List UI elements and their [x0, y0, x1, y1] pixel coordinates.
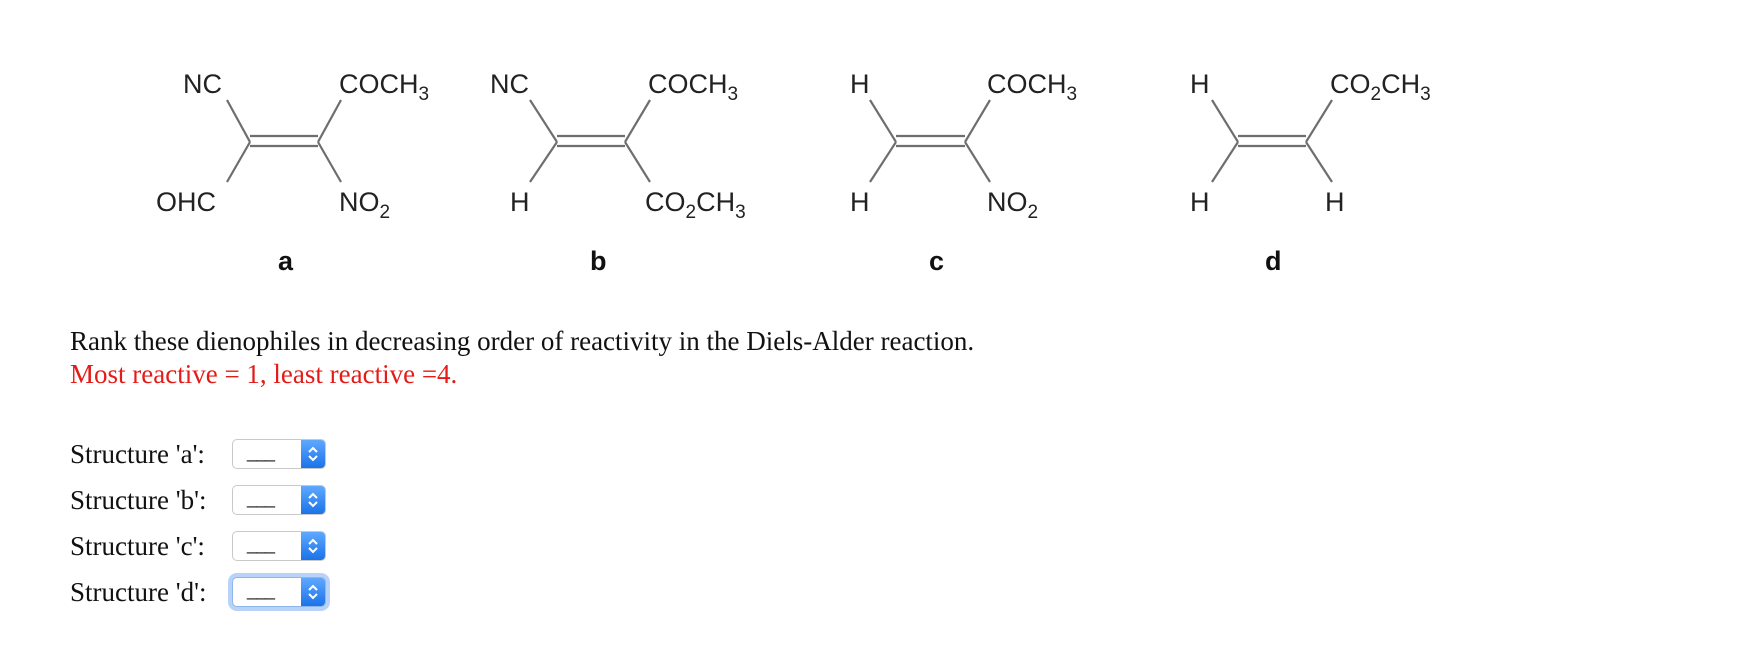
select-arrows-icon [301, 532, 325, 560]
mol-c-bottom-right: NO2 [987, 187, 1038, 223]
mol-c-top-right: COCH3 [987, 69, 1077, 105]
mol-c-bottom-left: H [850, 187, 870, 217]
molecule-b: NC COCH3 H CO2CH3 b [490, 69, 746, 276]
mol-b-bottom-right: CO2CH3 [645, 187, 746, 223]
mol-a-bottom-right: NO2 [339, 187, 390, 223]
structure-a-select[interactable]: ___ [232, 439, 326, 469]
ranking-note: Most reactive = 1, least reactive =4. [70, 359, 458, 389]
structure-b-label: Structure 'b': [70, 485, 207, 515]
molecule-a: NC COCH3 OHC NO2 a [156, 69, 429, 276]
mol-d-bottom-right: H [1325, 187, 1345, 217]
mol-a-letter: a [278, 246, 294, 276]
structure-a-value: ___ [247, 442, 275, 462]
mol-d-top-left: H [1190, 69, 1210, 99]
structure-b-select[interactable]: ___ [232, 485, 326, 515]
mol-b-letter: b [590, 246, 607, 276]
mol-a-top-left: NC [183, 69, 222, 99]
question-block: Rank these dienophiles in decreasing ord… [70, 325, 974, 391]
mol-c-top-left: H [850, 69, 870, 99]
select-arrows-icon [301, 578, 325, 606]
mol-d-bottom-left: H [1190, 187, 1210, 217]
structure-d-value: ___ [247, 580, 275, 600]
mol-b-bottom-left: H [510, 187, 530, 217]
mol-d-letter: d [1265, 246, 1282, 276]
mol-b-top-right: COCH3 [648, 69, 738, 105]
mol-d-top-right: CO2CH3 [1330, 69, 1431, 105]
structure-d-select[interactable]: ___ [232, 577, 326, 607]
select-arrows-icon [301, 486, 325, 514]
structure-d-label: Structure 'd': [70, 577, 207, 607]
mol-c-letter: c [929, 246, 944, 276]
question-text: Rank these dienophiles in decreasing ord… [70, 326, 975, 356]
structure-c-select[interactable]: ___ [232, 531, 326, 561]
mol-a-bottom-left: OHC [156, 187, 216, 217]
structures-svg: NC COCH3 OHC NO2 a NC COCH3 H CO2CH3 b [156, 69, 1431, 276]
structure-c-label: Structure 'c': [70, 531, 205, 561]
structure-a-label: Structure 'a': [70, 439, 205, 469]
structure-c-value: ___ [247, 534, 275, 554]
mol-a-top-right: COCH3 [339, 69, 429, 105]
select-arrows-icon [301, 440, 325, 468]
molecule-c: H COCH3 H NO2 c [850, 69, 1077, 276]
structure-b-value: ___ [247, 488, 275, 508]
molecule-d: H CO2CH3 H H d [1190, 69, 1431, 276]
mol-b-top-left: NC [490, 69, 529, 99]
dienophile-structures: NC COCH3 OHC NO2 a NC COCH3 H CO2CH3 b [0, 0, 1738, 290]
